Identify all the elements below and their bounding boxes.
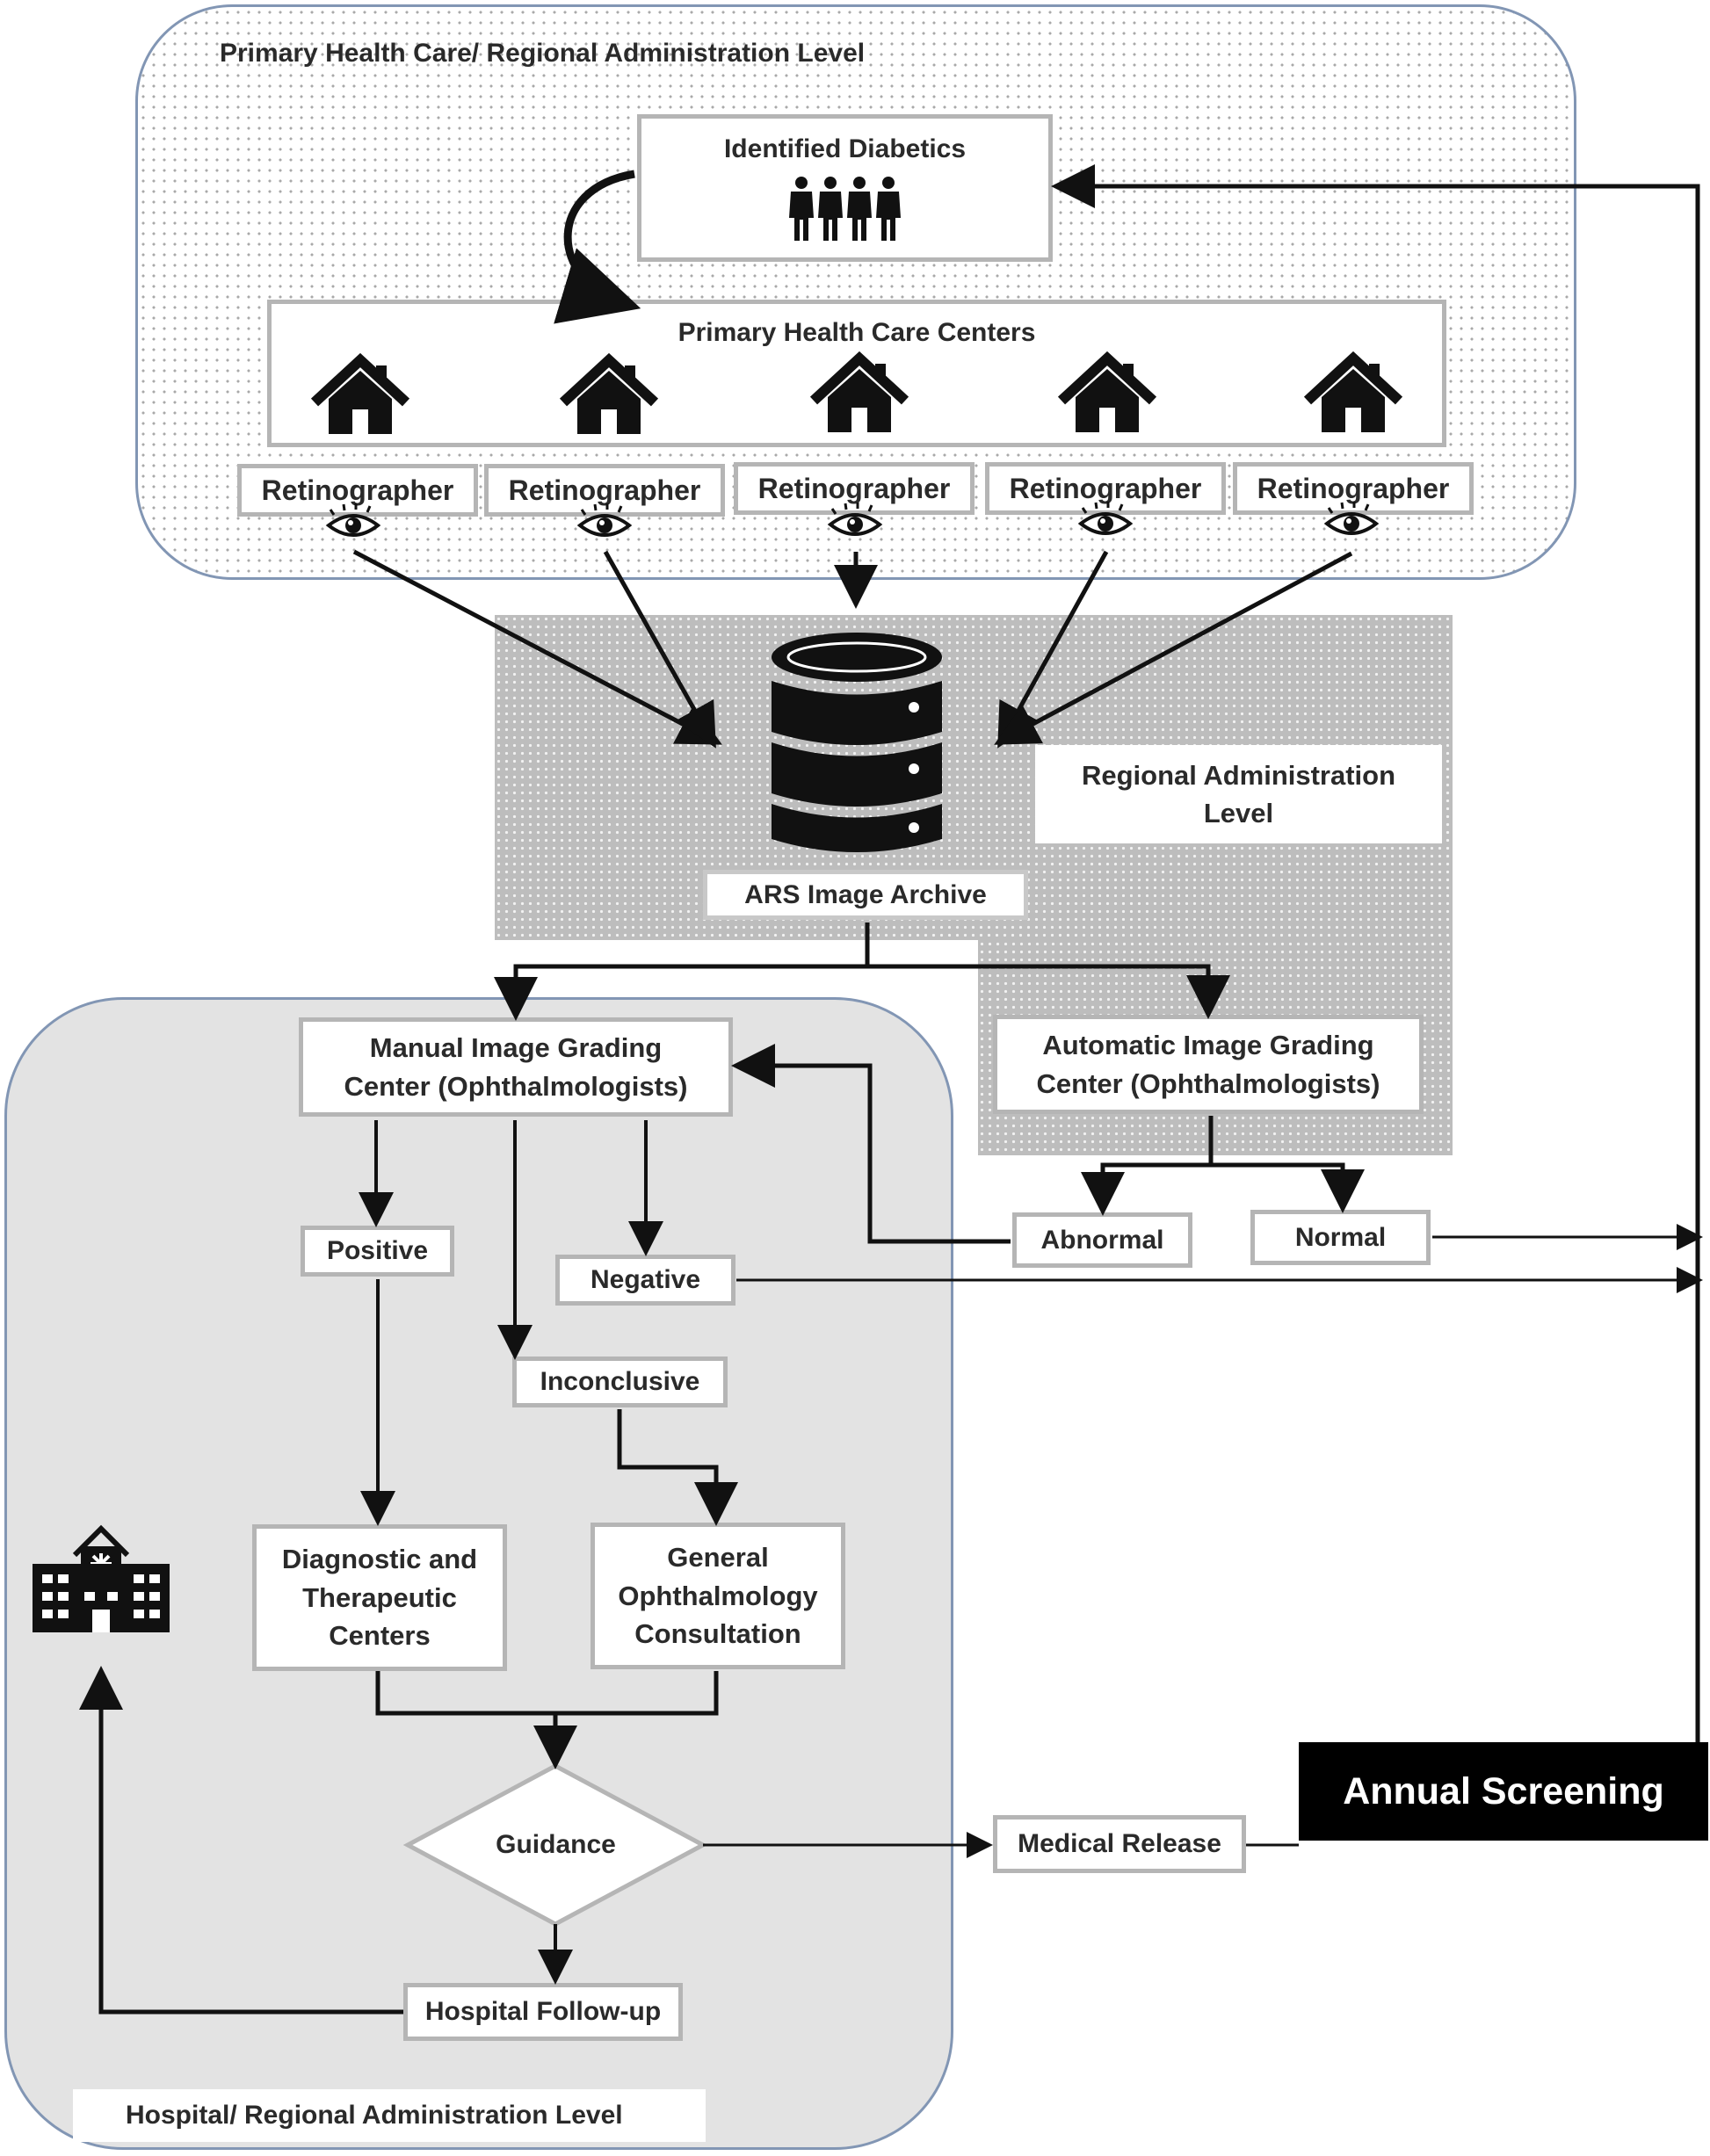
positive-box: Positive	[301, 1226, 454, 1277]
medical-release-box: Medical Release	[993, 1815, 1246, 1873]
retinographer-5: Retinographer	[1233, 462, 1474, 515]
primary-health-care-centers-box: Primary Health Care Centers	[267, 300, 1446, 447]
retinographer-4: Retinographer	[985, 462, 1226, 515]
annual-screening-box: Annual Screening	[1299, 1742, 1708, 1841]
regional-admin-title: Regional Administration Level	[1035, 745, 1442, 843]
identified-diabetics-box: Identified Diabetics	[637, 114, 1053, 262]
abnormal-box: Abnormal	[1012, 1212, 1192, 1268]
inconclusive-box: Inconclusive	[512, 1357, 728, 1407]
retinographer-3: Retinographer	[734, 462, 975, 515]
guidance-label: Guidance	[496, 1830, 616, 1859]
manual-grading-box: Manual Image Grading Center (Ophthalmolo…	[299, 1017, 733, 1117]
normal-box: Normal	[1250, 1210, 1431, 1265]
automatic-grading-box: Automatic Image Grading Center (Ophthalm…	[993, 1015, 1424, 1114]
negative-box: Negative	[555, 1255, 735, 1306]
hospital-followup-box: Hospital Follow-up	[403, 1983, 683, 2041]
primary-level-title: Primary Health Care/ Regional Administra…	[220, 39, 866, 68]
diagnostic-centers-box: Diagnostic and Therapeutic Centers	[252, 1524, 507, 1671]
retinographer-1: Retinographer	[237, 464, 478, 517]
ars-image-archive-box: ARS Image Archive	[703, 870, 1028, 920]
retinographer-2: Retinographer	[484, 464, 725, 517]
general-consultation-box: General Ophthalmology Consultation	[591, 1523, 845, 1669]
hospital-level-title: Hospital/ Regional Administration Level	[73, 2089, 706, 2142]
